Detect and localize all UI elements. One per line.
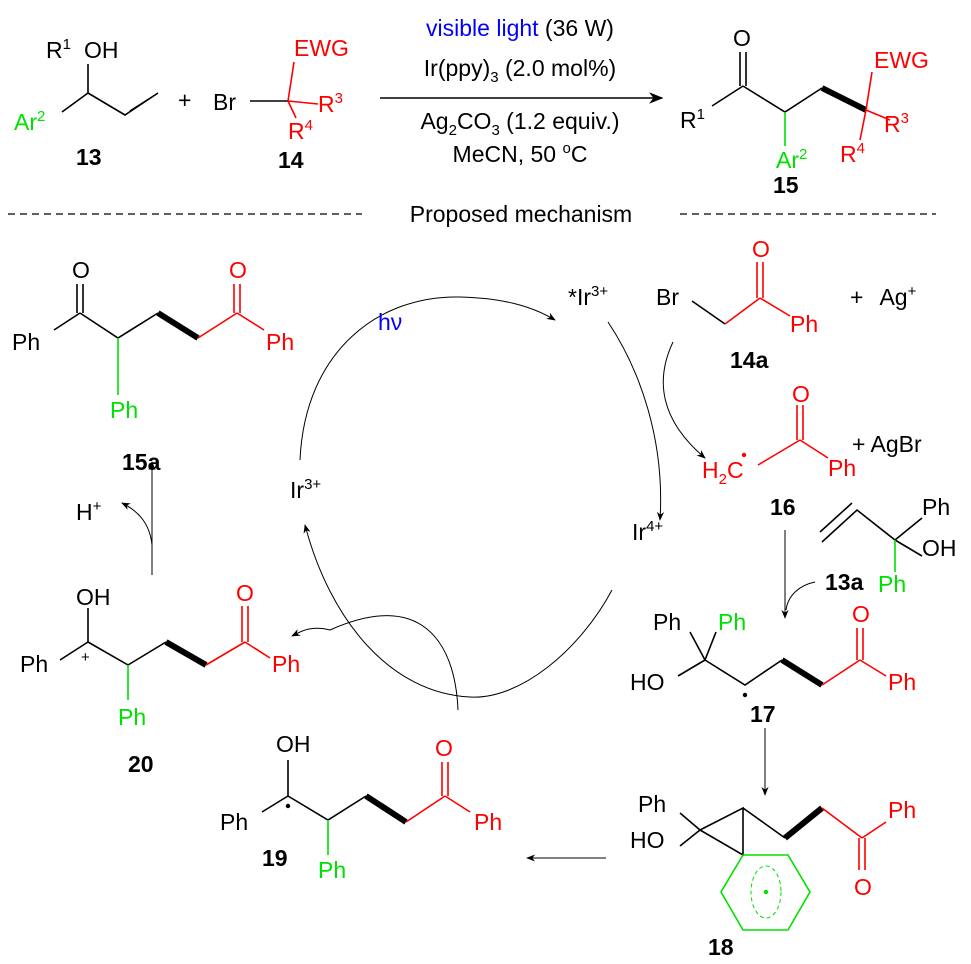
ir4-label: Ir4+ bbox=[632, 518, 663, 545]
svg-text:*Ir3+: *Ir3+ bbox=[568, 283, 608, 310]
svg-text:13: 13 bbox=[76, 144, 102, 170]
svg-text:EWG: EWG bbox=[874, 47, 929, 73]
svg-text:EWG: EWG bbox=[294, 35, 349, 61]
compound-16: H2C O Ph + AgBr 16 bbox=[702, 381, 922, 520]
svg-text:Ph: Ph bbox=[272, 651, 300, 677]
svg-text:Ag2CO3 (1.2 equiv.): Ag2CO3 (1.2 equiv.) bbox=[420, 108, 619, 139]
svg-text:Ph: Ph bbox=[110, 397, 138, 423]
svg-text:O: O bbox=[792, 381, 810, 407]
svg-text:O: O bbox=[733, 25, 751, 51]
compound-18: Ph HO Ph O 18 bbox=[630, 791, 916, 960]
svg-text:Ph: Ph bbox=[118, 704, 146, 730]
svg-text:O: O bbox=[852, 601, 870, 627]
svg-text:Ph: Ph bbox=[828, 455, 856, 481]
svg-text:14: 14 bbox=[278, 147, 304, 173]
compound-15a: O Ph O Ph Ph 15a bbox=[12, 257, 294, 475]
svg-text:Br: Br bbox=[213, 89, 236, 115]
svg-text:O: O bbox=[72, 257, 90, 283]
svg-text:Ph: Ph bbox=[790, 311, 818, 337]
svg-text:Ph: Ph bbox=[12, 329, 40, 355]
svg-text:visible light (36 W): visible light (36 W) bbox=[426, 15, 614, 41]
svg-text:Ph: Ph bbox=[220, 809, 248, 835]
svg-text:Ph: Ph bbox=[318, 857, 346, 883]
svg-text:R4: R4 bbox=[840, 140, 865, 167]
svg-text:O: O bbox=[236, 580, 254, 606]
compound-20: OH Ph + Ph O Ph 20 bbox=[20, 580, 300, 777]
reaction-conditions: visible light (36 W) Ir(ppy)3 (2.0 mol%)… bbox=[380, 15, 664, 167]
svg-text:13a: 13a bbox=[825, 569, 864, 595]
proton-label: H+ bbox=[76, 498, 102, 525]
svg-text:OH: OH bbox=[922, 535, 957, 561]
svg-text:Ph: Ph bbox=[20, 651, 48, 677]
svg-text:HO: HO bbox=[630, 669, 665, 695]
compound-15: O R1 Ar2 EWG R3 R4 15 bbox=[680, 25, 929, 198]
compound-17: Ph Ph HO O Ph 17 bbox=[630, 601, 916, 727]
svg-text:OH: OH bbox=[84, 37, 119, 63]
svg-text:17: 17 bbox=[750, 701, 776, 727]
svg-text:15a: 15a bbox=[122, 449, 161, 475]
svg-text:20: 20 bbox=[128, 751, 154, 777]
svg-text:R1: R1 bbox=[46, 36, 71, 63]
svg-text:Ar2: Ar2 bbox=[776, 146, 807, 173]
svg-text:R3: R3 bbox=[884, 110, 909, 137]
svg-text:HO: HO bbox=[630, 827, 665, 853]
svg-text:R3: R3 bbox=[318, 90, 343, 117]
svg-text:R4: R4 bbox=[288, 117, 313, 144]
compound-14: Br EWG R3 R4 14 bbox=[213, 35, 349, 173]
silver-ion: +Ag+ bbox=[850, 283, 917, 310]
light-hv: hν bbox=[378, 309, 402, 335]
compound-13: R1 OH Ar2 13 bbox=[14, 36, 159, 170]
divider: Proposed mechanism bbox=[8, 201, 936, 227]
svg-text:+: + bbox=[81, 649, 90, 666]
svg-text:16: 16 bbox=[770, 494, 796, 520]
svg-text:MeCN, 50 oC: MeCN, 50 oC bbox=[453, 140, 588, 167]
svg-text:OH: OH bbox=[276, 731, 311, 757]
arrow-13a-addition bbox=[785, 581, 816, 611]
plus-sign: + bbox=[178, 87, 191, 113]
svg-text:15: 15 bbox=[773, 172, 799, 198]
section-title: Proposed mechanism bbox=[410, 201, 632, 227]
svg-text:Ph: Ph bbox=[878, 571, 906, 597]
ir3-label: Ir3+ bbox=[290, 476, 321, 503]
svg-text:H2C: H2C bbox=[702, 457, 744, 488]
svg-text:R1: R1 bbox=[680, 106, 705, 133]
svg-text:Ph: Ph bbox=[888, 797, 916, 823]
catalytic-cycle: hν *Ir3+ Ir3+ Ir4+ bbox=[290, 283, 706, 711]
svg-text:Ph: Ph bbox=[638, 791, 666, 817]
svg-text:O: O bbox=[435, 735, 453, 761]
svg-text:OH: OH bbox=[76, 584, 111, 610]
svg-text:O: O bbox=[854, 874, 872, 900]
compound-14a: Br O Ph 14a bbox=[656, 236, 818, 373]
svg-text:Ph: Ph bbox=[653, 609, 681, 635]
svg-text:+ AgBr: + AgBr bbox=[852, 431, 922, 457]
svg-text:14a: 14a bbox=[730, 347, 769, 373]
compound-13a: Ph OH Ph 13a bbox=[819, 494, 957, 597]
svg-text:Br: Br bbox=[656, 284, 679, 310]
svg-text:O: O bbox=[229, 257, 247, 283]
svg-text:18: 18 bbox=[708, 934, 734, 960]
svg-text:Ph: Ph bbox=[474, 809, 502, 835]
svg-text:Ph: Ph bbox=[888, 669, 916, 695]
svg-text:Ph: Ph bbox=[922, 494, 950, 520]
svg-text:Ph: Ph bbox=[718, 609, 746, 635]
svg-text:O: O bbox=[752, 236, 770, 262]
svg-text:Ph: Ph bbox=[266, 329, 294, 355]
svg-text:19: 19 bbox=[262, 845, 288, 871]
svg-text:Ar2: Ar2 bbox=[14, 108, 45, 135]
arrow-proton-loss bbox=[121, 502, 153, 546]
svg-text:Ir(ppy)3 (2.0 mol%): Ir(ppy)3 (2.0 mol%) bbox=[424, 55, 616, 86]
compound-19: OH Ph 19 Ph O Ph bbox=[220, 731, 502, 883]
